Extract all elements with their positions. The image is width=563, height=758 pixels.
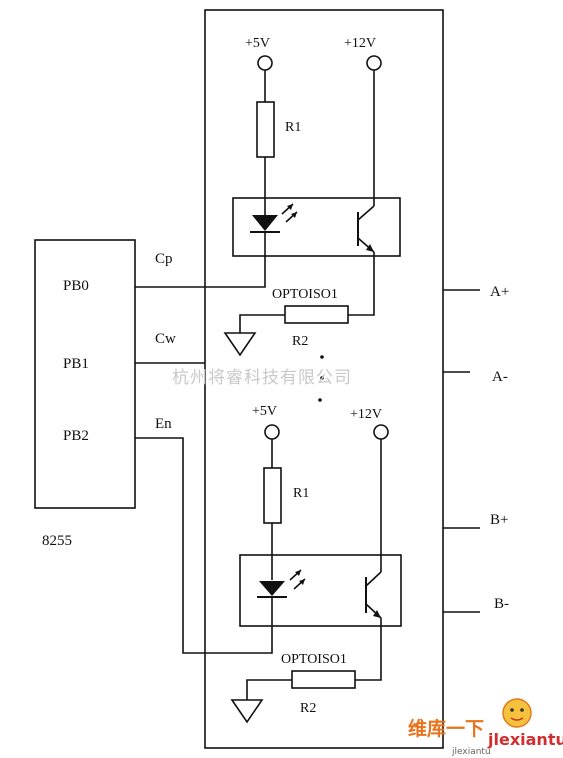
- wire-cp: [135, 256, 266, 288]
- site-logo: 维库一下 jlexiantu.com jlexiantu: [408, 698, 563, 757]
- wire-bottom-emitter-r2: [355, 618, 382, 681]
- logo-brand-text: 维库一下: [408, 717, 484, 740]
- led-top-icon: [252, 215, 278, 231]
- label-bottom-12v: +12V: [350, 407, 382, 422]
- label-top-optoiso: OPTOISO1: [272, 287, 338, 302]
- dot-2: [320, 376, 324, 380]
- transistor-bottom-collector: [365, 571, 382, 587]
- resistor-top-r2: [284, 305, 349, 324]
- resistor-bottom-r2: [291, 670, 356, 689]
- wire-bottom-r2-gnd: [246, 679, 292, 700]
- signal-label-en: En: [155, 416, 172, 432]
- label-bottom-optoiso: OPTOISO1: [281, 652, 347, 667]
- chip-name-label: 8255: [42, 533, 72, 549]
- label-top-r2: R2: [292, 334, 308, 349]
- resistor-bottom-r1: [263, 467, 282, 524]
- label-top-5v: +5V: [245, 36, 270, 51]
- led-bottom-icon: [259, 581, 285, 596]
- signal-label-cw: Cw: [155, 331, 176, 347]
- driver-module-box: [204, 9, 444, 749]
- pin-label-pb0: PB0: [63, 278, 89, 294]
- terminal-bottom-12v: [373, 424, 389, 440]
- label-bottom-r2: R2: [300, 701, 316, 716]
- dot-3: [318, 398, 322, 402]
- signal-label-cp: Cp: [155, 251, 173, 267]
- terminal-top-12v: [366, 55, 382, 71]
- logo-domain-text: jlexiantu.com: [487, 730, 563, 749]
- label-out-a-minus: A-: [492, 369, 508, 385]
- terminal-top-5v: [257, 55, 273, 71]
- wire-top-emitter-r2: [348, 252, 375, 316]
- wire-en: [135, 437, 273, 654]
- ground-top-icon: [223, 332, 257, 357]
- label-out-b-minus: B-: [494, 596, 509, 612]
- watermark-text: 杭州将睿科技有限公司: [172, 368, 352, 388]
- label-bottom-5v: +5V: [252, 404, 277, 419]
- label-top-12v: +12V: [344, 36, 376, 51]
- label-bottom-r1: R1: [293, 486, 309, 501]
- pin-label-pb1: PB1: [63, 356, 89, 372]
- pin-label-pb2: PB2: [63, 428, 89, 444]
- logo-mascot-icon: [502, 698, 532, 728]
- transistor-top-collector: [357, 205, 375, 221]
- logo-sub-text: jlexiantu: [451, 747, 491, 757]
- resistor-top-r1: [256, 101, 275, 158]
- optocoupler-top-box: [232, 197, 401, 257]
- wire-top-r2-gnd: [239, 314, 285, 333]
- chip-8255-box: [34, 239, 136, 509]
- label-top-r1: R1: [285, 120, 301, 135]
- ground-bottom-icon: [230, 699, 264, 724]
- terminal-bottom-5v: [264, 424, 280, 440]
- optocoupler-bottom-box: [239, 554, 402, 627]
- label-out-b-plus: B+: [490, 512, 508, 528]
- label-out-a-plus: A+: [490, 284, 509, 300]
- dot-1: [320, 355, 324, 359]
